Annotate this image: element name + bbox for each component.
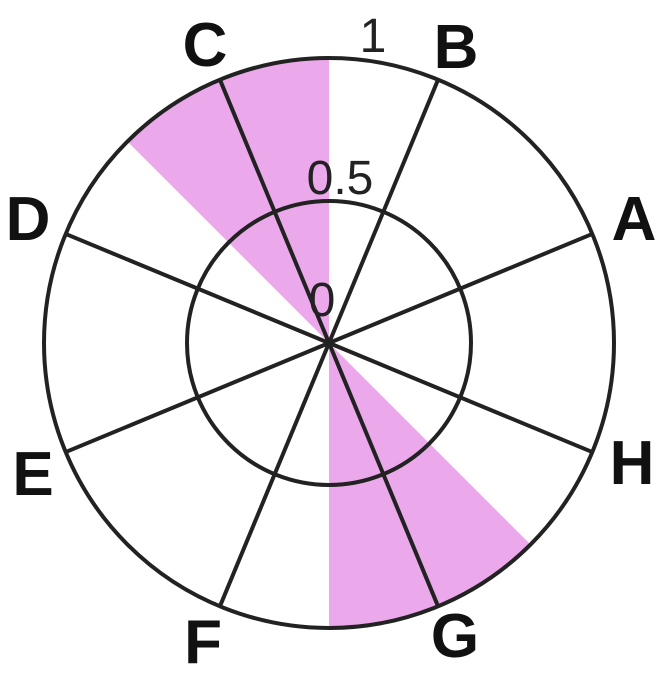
inner-ring [185, 199, 473, 487]
highlighted-sectors [127, 58, 531, 628]
highlighted-sector-1 [127, 58, 329, 343]
ring-label-center: 0 [309, 274, 336, 327]
direction-label-g: G [431, 602, 479, 671]
direction-label-d: D [6, 185, 51, 254]
spoke-a [328, 232, 594, 345]
direction-label-h: H [610, 429, 655, 498]
spoke-b [327, 78, 440, 344]
highlighted-sector-2 [329, 343, 531, 628]
direction-label-a: A [612, 185, 657, 254]
direction-spokes [64, 78, 594, 608]
ring-label-outer: 1 [360, 10, 387, 63]
outer-ring [42, 56, 616, 630]
ring-label-middle: 0.5 [307, 152, 374, 205]
direction-label-f: F [184, 608, 222, 677]
direction-label-b: B [434, 13, 479, 82]
spoke-g [327, 342, 440, 608]
spoke-c [218, 78, 331, 344]
spoke-e [64, 341, 330, 454]
direction-label-c: C [183, 11, 228, 80]
direction-label-e: E [12, 440, 53, 509]
spoke-d [64, 232, 330, 345]
spoke-h [328, 341, 594, 454]
spoke-f [218, 342, 331, 608]
